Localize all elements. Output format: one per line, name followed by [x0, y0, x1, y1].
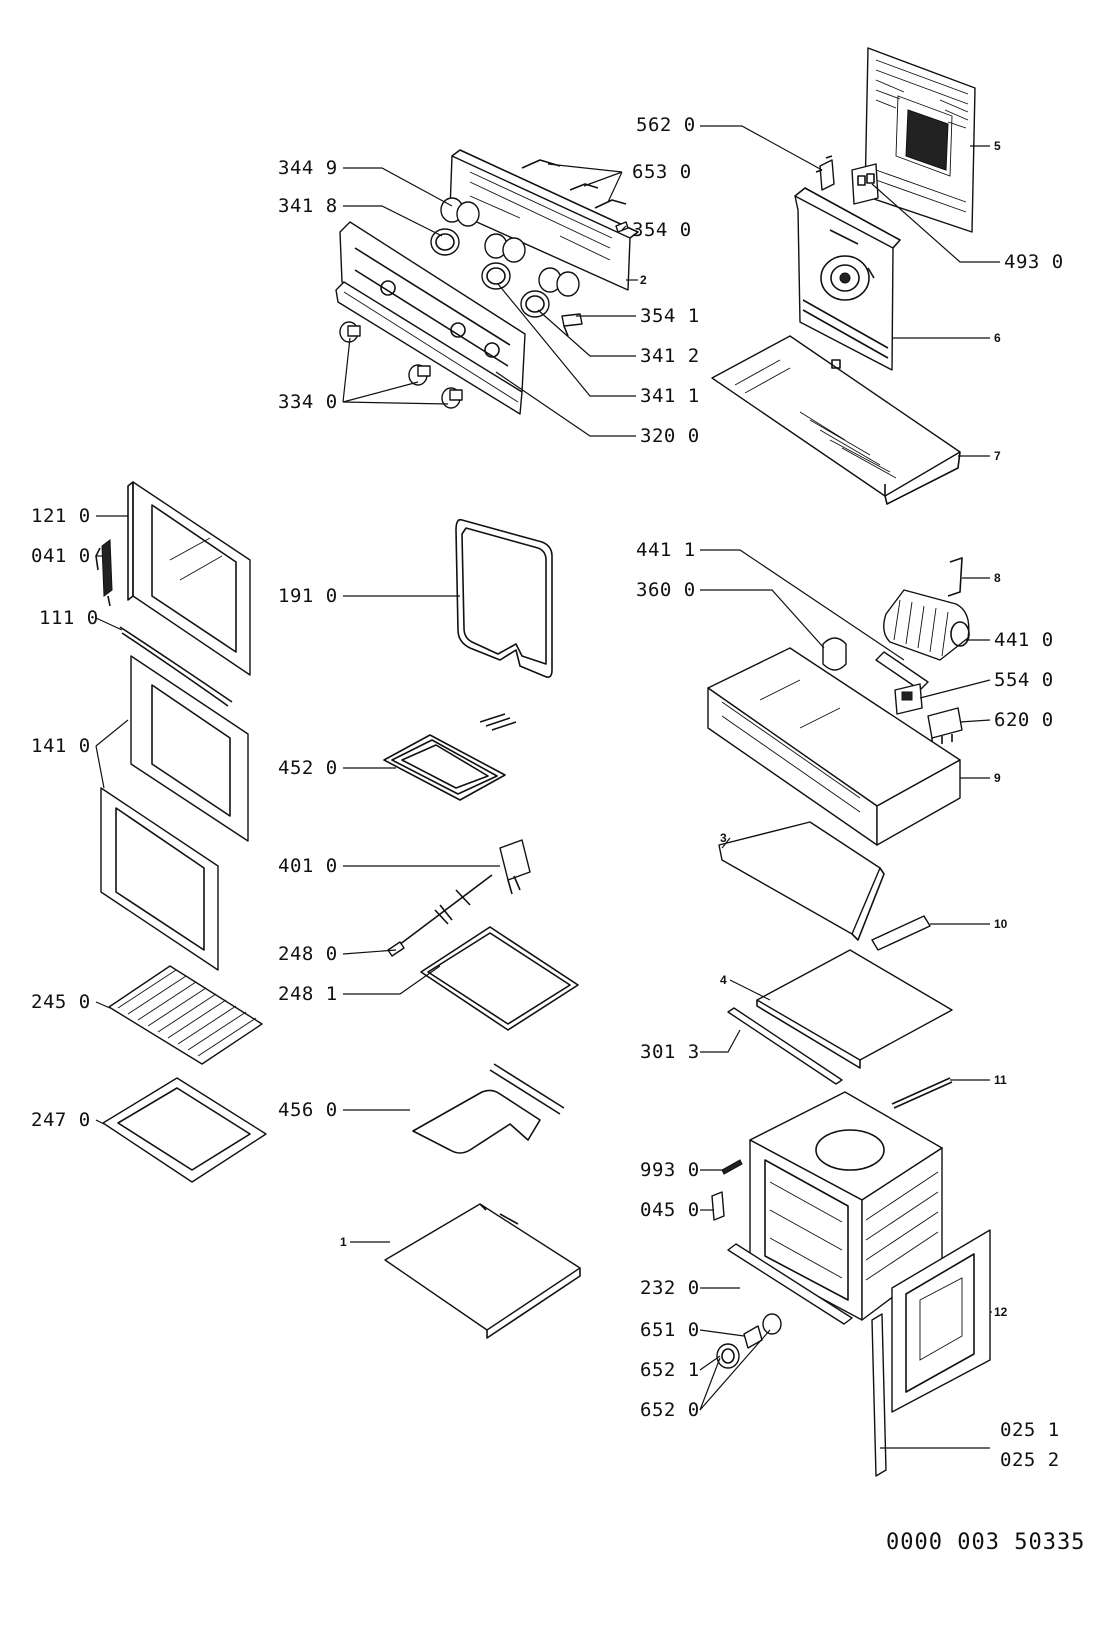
label-111-0: 111 0 [39, 607, 99, 629]
label-121-0: 121 0 [31, 505, 91, 527]
item-label-5: 5 [994, 139, 1001, 153]
label-652-1: 652 1 [640, 1359, 700, 1381]
label-247-0: 247 0 [31, 1109, 91, 1131]
part-hinge-041 [95, 539, 113, 607]
label-441-0: 441 0 [994, 629, 1054, 651]
part-rings-341 [430, 228, 550, 318]
part-motor-cap-360 [822, 637, 847, 671]
part-rod-11 [891, 1077, 953, 1109]
part-control-panel-front [335, 221, 526, 415]
part-switch-554 [894, 683, 923, 715]
part-rotisserie-spit [387, 874, 493, 957]
label-341-1: 341 1 [640, 385, 700, 407]
part-control-back-plate [449, 149, 639, 291]
part-gasket-191 [455, 518, 553, 678]
part-top-cover [711, 335, 961, 505]
label-232-0: 232 0 [640, 1277, 700, 1299]
label-344-9: 344 9 [278, 157, 338, 179]
item-label-3: 3 [720, 831, 727, 845]
item-label-6: 6 [994, 331, 1001, 345]
label-341-2: 341 2 [640, 345, 700, 367]
label-653-0: 653 0 [632, 161, 692, 183]
label-652-0: 652 0 [640, 1399, 700, 1421]
label-025-2: 025 2 [1000, 1449, 1060, 1471]
part-back-wall [794, 187, 901, 371]
label-248-0: 248 0 [278, 943, 338, 965]
item-label-8: 8 [994, 571, 1001, 585]
part-handle-111 [119, 626, 233, 707]
part-baking-tray [102, 1077, 267, 1183]
part-knobs-334 [339, 321, 463, 409]
leader-lines [95, 125, 1000, 1449]
part-bottom-plate [384, 1203, 581, 1339]
part-clip-045 [711, 1191, 725, 1221]
part-floor-plate [756, 949, 953, 1069]
part-oven-cavity [749, 1091, 943, 1321]
label-401-0: 401 0 [278, 855, 338, 877]
label-041-0: 041 0 [31, 545, 91, 567]
label-651-0: 651 0 [640, 1319, 700, 1341]
part-spit-frame [420, 926, 579, 1031]
item-label-12: 12 [994, 1305, 1008, 1319]
item-label-11: 11 [994, 1073, 1007, 1087]
label-320-0: 320 0 [640, 425, 700, 447]
label-141-0: 141 0 [31, 735, 91, 757]
label-191-0: 191 0 [278, 585, 338, 607]
part-lower-element [412, 1063, 565, 1154]
part-grill-element [383, 713, 517, 801]
label-441-1: 441 1 [636, 539, 696, 561]
label-341-8: 341 8 [278, 195, 338, 217]
part-rail-301 [727, 1007, 843, 1085]
label-334-0: 334 0 [278, 391, 338, 413]
label-456-0: 456 0 [278, 1099, 338, 1121]
part-screw-993 [721, 1159, 743, 1175]
label-562-0: 562 0 [636, 114, 696, 136]
label-554-0: 554 0 [994, 669, 1054, 691]
part-hinge-strip-025 [871, 1313, 887, 1477]
label-354-0: 354 0 [632, 219, 692, 241]
label-248-1: 248 1 [278, 983, 338, 1005]
part-indicator-354 [615, 221, 629, 233]
label-360-0: 360 0 [636, 579, 696, 601]
item-label-10: 10 [994, 917, 1008, 931]
part-frame-box [707, 647, 961, 846]
item-label-9: 9 [994, 771, 1001, 785]
part-door-glass [100, 655, 249, 971]
item-label-2: 2 [640, 273, 647, 287]
part-strip-441-1 [875, 651, 929, 691]
part-tangential-fan [883, 589, 970, 661]
label-452-0: 452 0 [278, 757, 338, 779]
part-rear-panel [864, 47, 976, 233]
part-side-panel-12 [891, 1229, 991, 1413]
drawing-number: 0000 003 50335 [886, 1530, 1085, 1555]
label-301-3: 301 3 [640, 1041, 700, 1063]
part-switch-562 [815, 155, 835, 191]
item-label-7: 7 [994, 449, 1001, 463]
item-number-labels: 2 5 6 7 8 9 3 10 4 11 1 12 [340, 139, 1008, 1319]
part-wire-shelf [108, 965, 263, 1065]
item-label-4: 4 [720, 973, 727, 987]
part-door-frame [127, 481, 251, 676]
part-bracket-10 [871, 915, 931, 951]
part-lamp-assembly [716, 1313, 782, 1369]
part-relay-620 [927, 707, 963, 746]
item-label-1: 1 [340, 1235, 347, 1249]
part-front-rail-232 [727, 1243, 853, 1325]
part-thermostat [499, 839, 531, 895]
label-620-0: 620 0 [994, 709, 1054, 731]
part-lamp-354-1 [561, 313, 583, 337]
part-number-labels: 562 0 344 9 653 0 341 8 354 0 493 0 354 … [31, 114, 1064, 1471]
part-switches-344 [440, 197, 580, 297]
label-493-0: 493 0 [1004, 251, 1064, 273]
part-terminal-493 [851, 163, 879, 205]
label-993-0: 993 0 [640, 1159, 700, 1181]
label-245-0: 245 0 [31, 991, 91, 1013]
label-045-0: 045 0 [640, 1199, 700, 1221]
label-354-1: 354 1 [640, 305, 700, 327]
part-heat-shield [718, 821, 885, 941]
label-025-1: 025 1 [1000, 1419, 1060, 1441]
part-bracket-8 [947, 557, 963, 597]
